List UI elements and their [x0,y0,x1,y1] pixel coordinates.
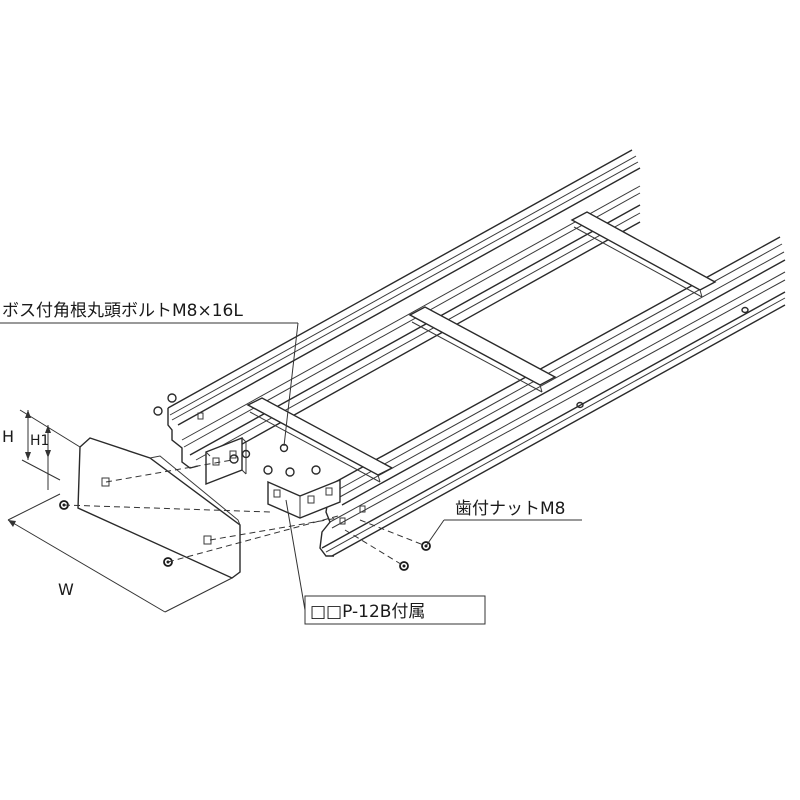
ladder-rung-2 [408,306,557,393]
bolt-label: ボス付角根丸頭ボルトM8×16L [2,301,243,321]
ladder-front-rail [319,236,786,557]
dim-h-label: H [2,427,14,446]
front-connector-plate [267,478,341,519]
ladder-rung-3 [570,211,717,298]
dimension-lines [7,409,233,613]
dim-w-label: W [58,580,74,599]
nut-label: 歯付ナットM8 [455,499,565,519]
dim-h1-label: H1 [30,433,49,449]
ladder-rung-1 [246,397,394,483]
leader-lines [0,322,582,625]
rail-holes [197,306,749,525]
part-label: □□P-12B付属 [310,602,425,622]
assembly-centerlines [63,459,427,567]
